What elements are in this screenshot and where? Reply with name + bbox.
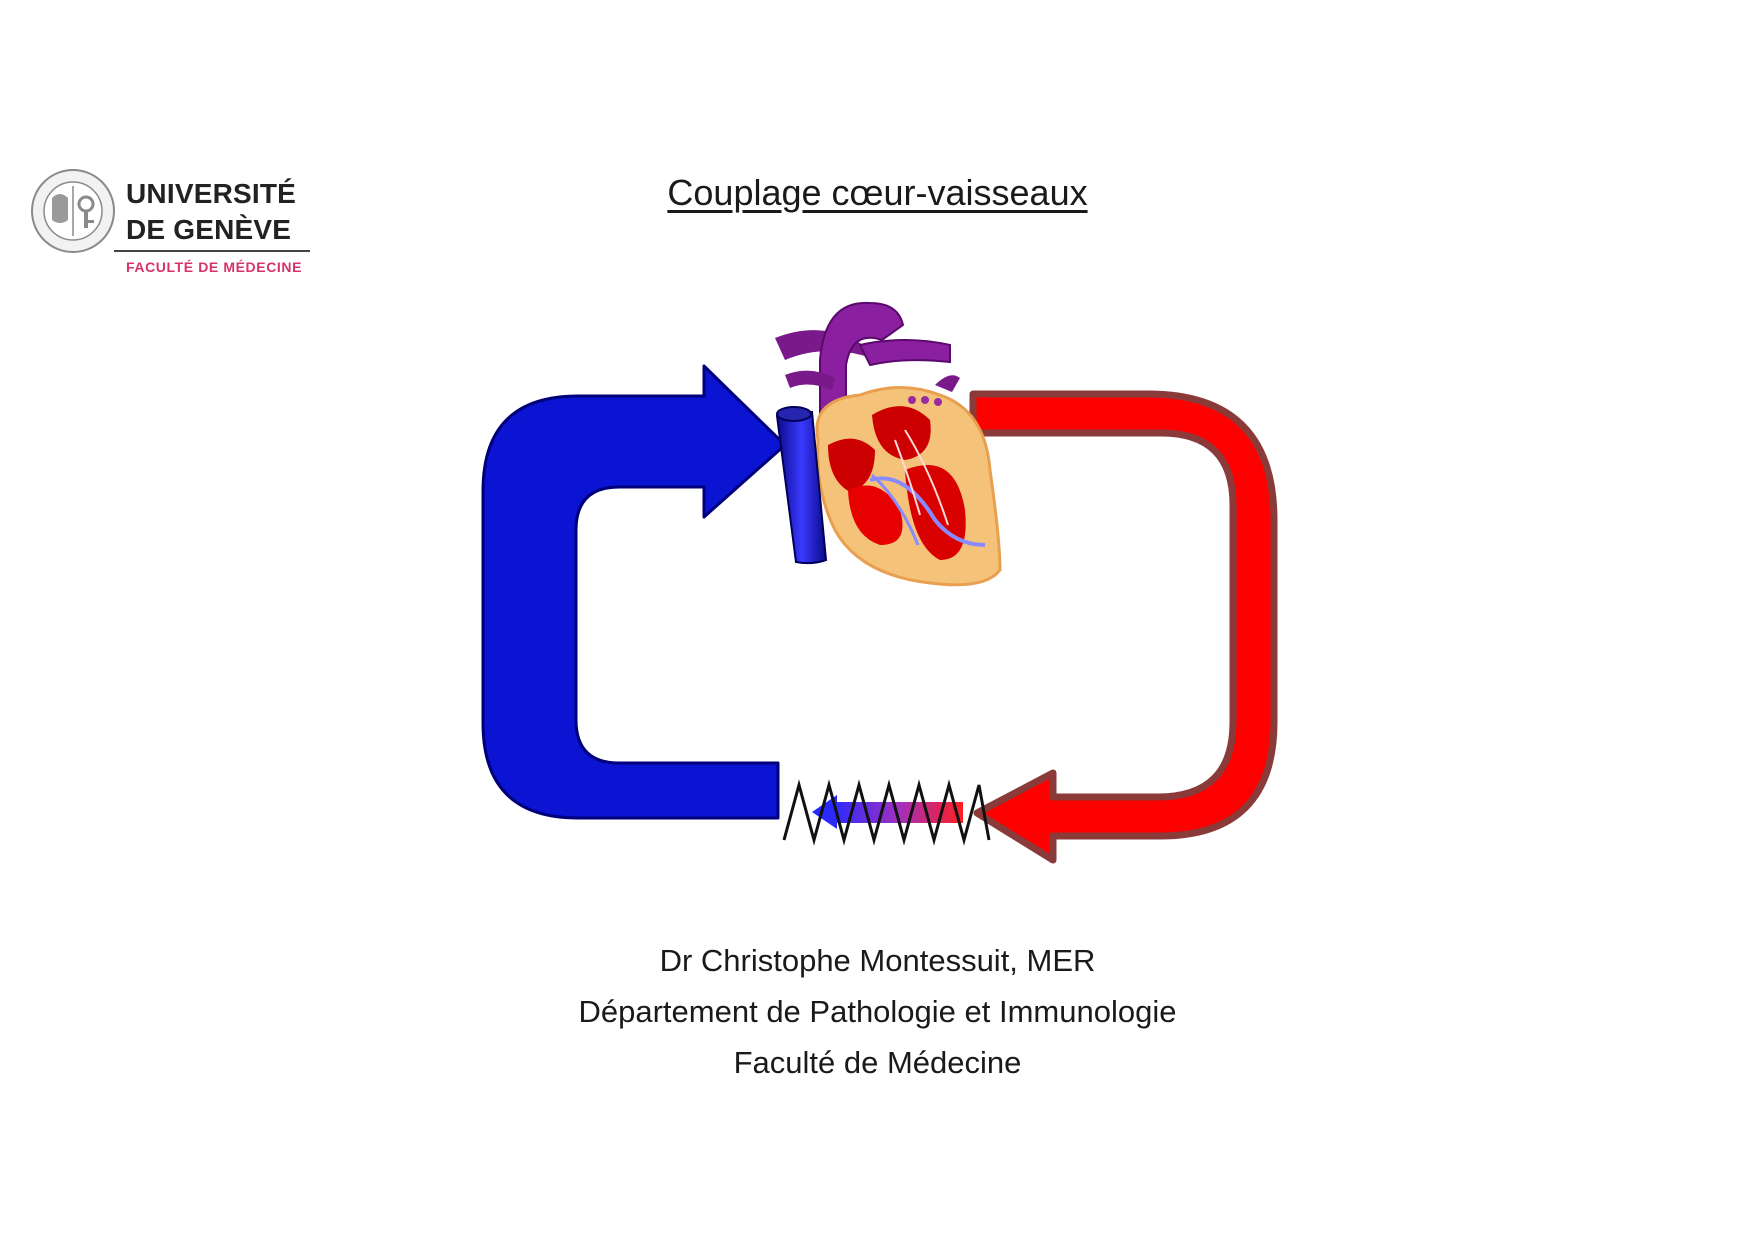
author-block: Dr Christophe Montessuit, MER Départemen… — [0, 935, 1755, 1088]
arterial-arrow — [969, 390, 1278, 864]
university-seal-icon — [31, 169, 115, 253]
logo-divider — [114, 250, 310, 252]
vena-cava-icon — [775, 406, 828, 565]
heart-icon — [775, 301, 1002, 587]
resistance-spring-icon — [782, 779, 991, 846]
university-name-line1: UNIVERSITÉ — [126, 178, 297, 209]
author-faculty: Faculté de Médecine — [733, 1045, 1022, 1080]
author-department: Département de Pathologie et Immunologie — [578, 994, 1177, 1029]
university-name-line2: DE GENÈVE — [126, 214, 292, 245]
author-name: Dr Christophe Montessuit, MER — [659, 943, 1096, 978]
page-title: Couplage cœur-vaisseaux — [667, 172, 1088, 213]
venous-return-arrow — [481, 364, 787, 820]
faculty-label: FACULTÉ DE MÉDECINE — [126, 259, 303, 275]
university-logo: UNIVERSITÉ DE GENÈVE FACULTÉ DE MÉDECINE — [30, 168, 320, 280]
